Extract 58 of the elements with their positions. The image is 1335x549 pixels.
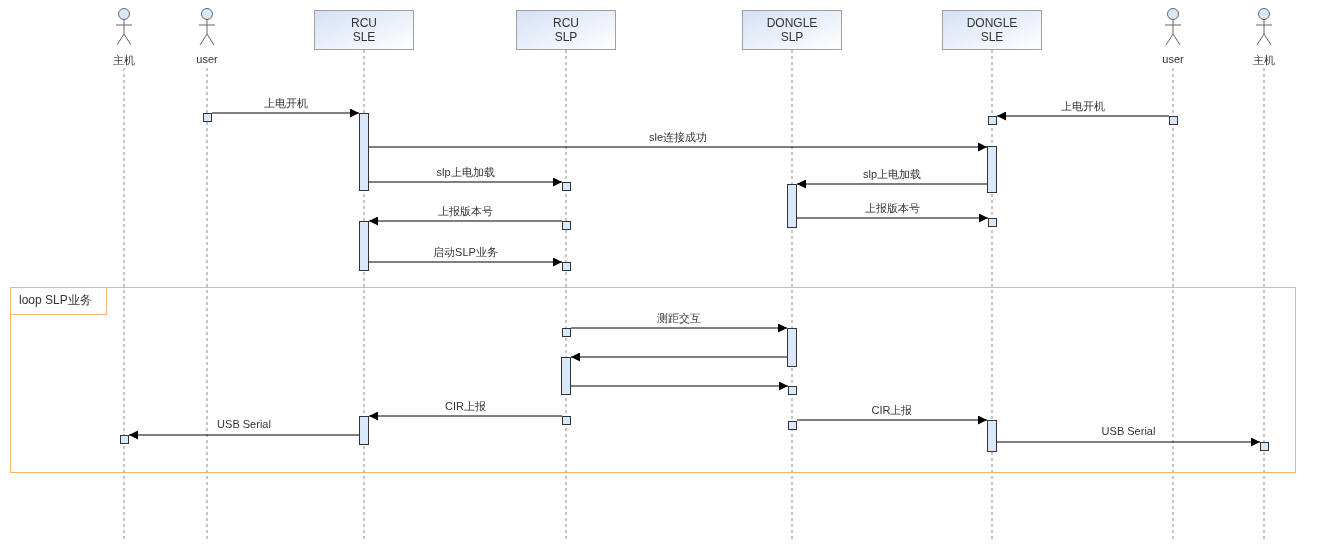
message-arrow [570, 381, 789, 391]
activation-bar [562, 416, 571, 425]
participant-box: DONGLE SLP [742, 10, 842, 50]
edge-label: CIR上报 [869, 403, 915, 418]
message-arrow [996, 111, 1170, 121]
edge-label: slp上电加载 [860, 167, 924, 182]
message-arrow [796, 415, 988, 425]
activation-bar [788, 421, 797, 430]
edge-label: USB Serial [1099, 425, 1158, 437]
loop-label: loop SLP业务 [11, 288, 107, 315]
edge-label: 测距交互 [655, 311, 703, 326]
activation-bar [788, 386, 797, 395]
activation-bar [1169, 116, 1178, 125]
participant-box: DONGLE SLE [942, 10, 1042, 50]
edge-label: 上电开机 [261, 96, 310, 111]
message-arrow [128, 430, 360, 440]
activation-bar [562, 262, 571, 271]
edge-label: USB Serial [215, 418, 273, 430]
edge-label: 上报版本号 [863, 201, 922, 216]
message-arrow [796, 213, 989, 223]
edge-label: 上报版本号 [436, 204, 495, 219]
loop-frame [10, 287, 1296, 473]
activation-bar [562, 182, 571, 191]
edge-label: slp上电加载 [434, 165, 497, 180]
actor-label: 主机 [113, 53, 135, 68]
edge-label: 启动SLP业务 [431, 245, 500, 260]
message-arrow [211, 108, 360, 118]
message-arrow [996, 437, 1261, 447]
activation-bar [988, 218, 997, 227]
actor-label: user [196, 53, 218, 65]
activation-bar [359, 221, 369, 271]
activation-bar [120, 435, 129, 444]
activation-bar [787, 184, 797, 228]
activation-bar [359, 416, 369, 445]
activation-bar [562, 221, 571, 230]
edge-label: 上电开机 [1059, 99, 1107, 114]
activation-bar [562, 328, 571, 337]
activation-bar [561, 357, 571, 395]
actor-label: 主机 [1253, 53, 1275, 68]
message-arrow [570, 352, 788, 362]
participant-box: RCU SLP [516, 10, 616, 50]
message-arrow [368, 257, 563, 267]
message-arrow [368, 142, 988, 152]
activation-bar [203, 113, 212, 122]
message-arrow [368, 216, 563, 226]
participant-box: RCU SLE [314, 10, 414, 50]
message-arrow [368, 411, 563, 421]
activation-bar [1260, 442, 1269, 451]
activation-bar [359, 113, 369, 191]
message-arrow [796, 179, 988, 189]
activation-bar [787, 328, 797, 367]
activation-bar [988, 116, 997, 125]
activation-bar [987, 146, 997, 193]
edge-label: CIR上报 [443, 399, 488, 414]
actor-label: user [1162, 53, 1184, 65]
message-arrow [368, 177, 563, 187]
message-arrow [570, 323, 788, 333]
activation-bar [987, 420, 997, 452]
